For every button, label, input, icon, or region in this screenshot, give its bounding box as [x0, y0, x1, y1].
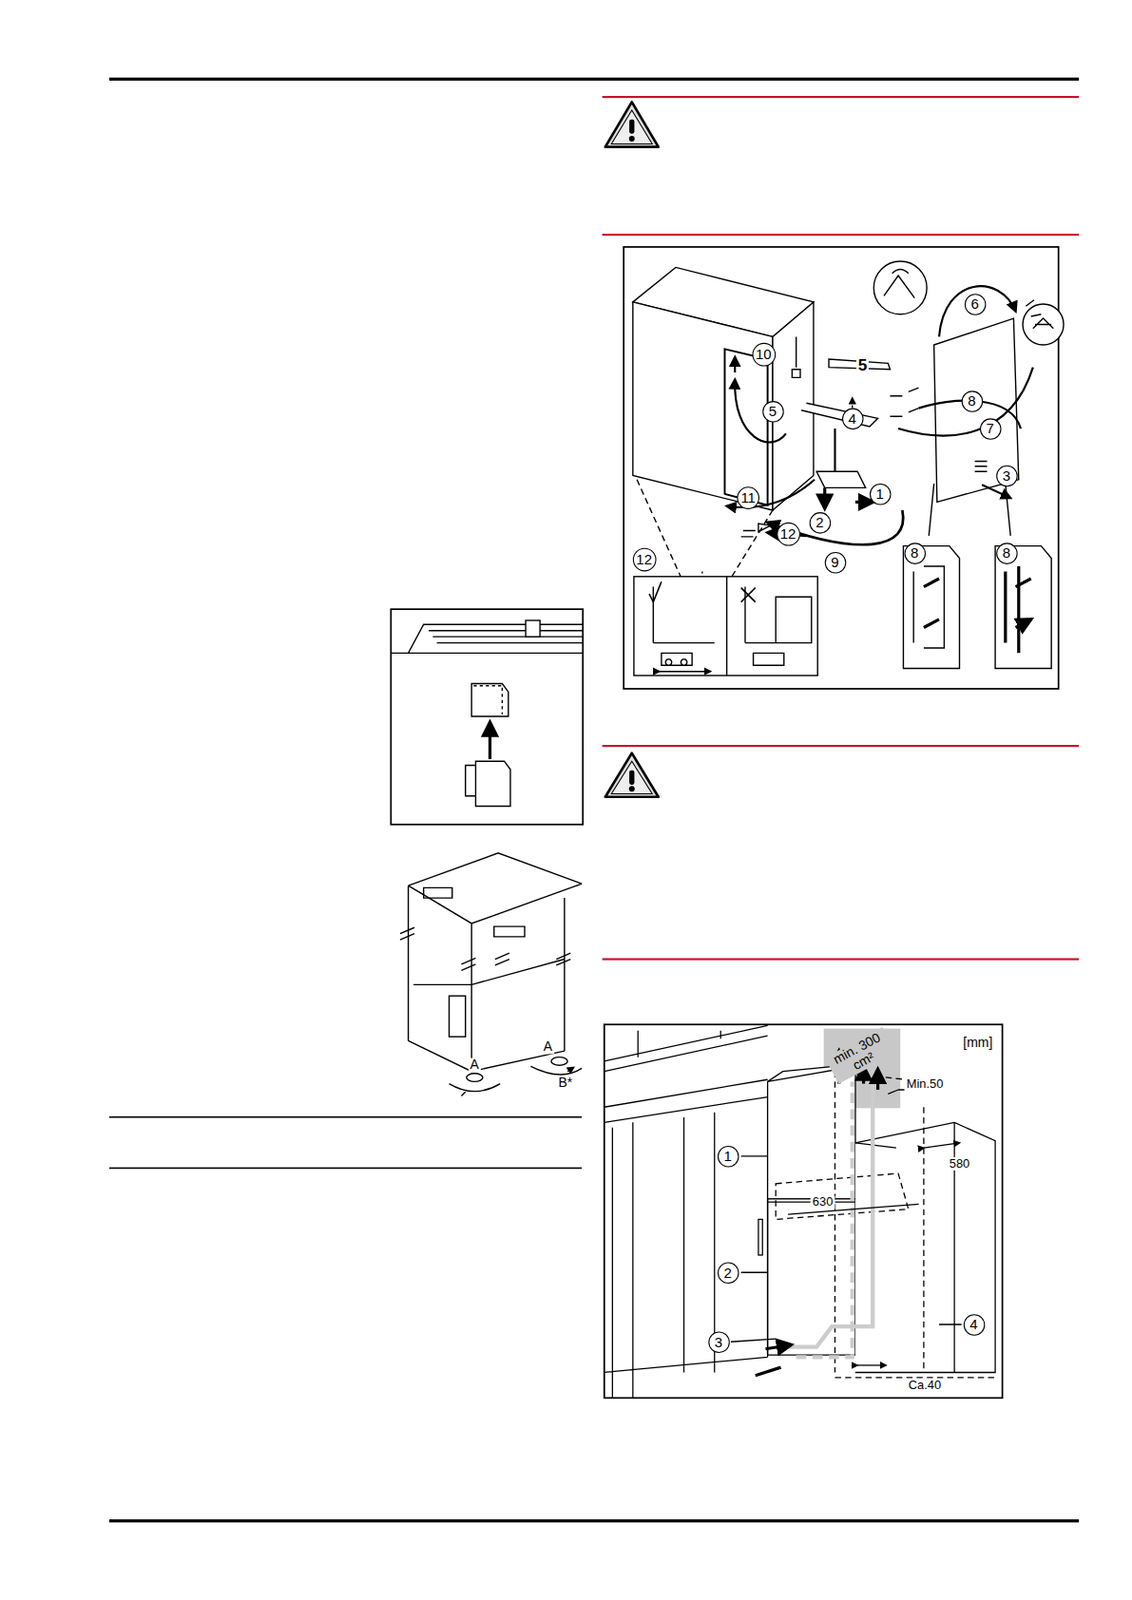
callout-number: 1	[876, 486, 884, 501]
part-letter: A	[467, 1058, 481, 1074]
callout-number: 1	[724, 1149, 732, 1164]
callout-number: 10	[755, 346, 772, 362]
installation-illustration	[604, 1024, 1003, 1399]
dimension-label: min. 300 cm²	[825, 1027, 897, 1084]
callout-circle: 2	[808, 512, 831, 535]
page-rules	[109, 77, 1079, 1524]
levelling-feet-illustration	[400, 853, 582, 1097]
callout-circle: 10	[751, 342, 776, 366]
callout-number: 5	[768, 403, 777, 419]
tool-number: 5	[855, 356, 869, 375]
callout-circle: 4	[841, 407, 864, 430]
callout-number: 12	[780, 526, 797, 541]
callout-circle: 5	[762, 401, 785, 423]
callout-circle: 8	[996, 542, 1018, 565]
callout-number: 4	[969, 1317, 978, 1332]
callout-circle: 6	[963, 293, 986, 316]
callout-number: 8	[967, 394, 976, 409]
callout-circle: 1	[716, 1145, 739, 1168]
callout-number: 8	[1002, 546, 1011, 561]
callout-number: 6	[970, 297, 979, 312]
callout-number: 12	[635, 552, 653, 567]
callout-circle: 11	[736, 486, 760, 510]
callout-circle: 1	[868, 483, 891, 506]
callout-number: 9	[830, 555, 839, 570]
callout-circle: 12	[776, 521, 801, 546]
dimension-label: [mm]	[960, 1036, 995, 1051]
dimension-label: Ca.40	[906, 1378, 944, 1392]
callout-number: 3	[714, 1335, 723, 1350]
part-letter: B*	[556, 1075, 575, 1091]
door-reversal-illustration	[623, 247, 1064, 690]
callout-number: 2	[724, 1266, 732, 1281]
callout-circle: 3	[708, 1331, 730, 1354]
callout-number: 3	[1002, 468, 1011, 483]
dimension-label: 630	[810, 1195, 836, 1209]
part-letter: A	[541, 1039, 556, 1055]
callout-circle: 9	[824, 551, 846, 574]
callout-number: 7	[986, 422, 995, 437]
callout-number: 2	[815, 515, 824, 530]
callout-circle: 3	[996, 464, 1018, 487]
cover-clip-illustration	[390, 609, 583, 826]
callout-circle: 7	[978, 418, 1001, 441]
callout-circle: 8	[903, 542, 926, 565]
dimension-label: Min.50	[904, 1077, 946, 1092]
callout-circle: 2	[716, 1262, 739, 1285]
callout-circle: 4	[962, 1314, 985, 1337]
callout-number: 8	[910, 546, 919, 561]
callout-circle: 12	[632, 547, 656, 572]
callout-number: 4	[848, 411, 857, 426]
dimension-label: 580	[947, 1156, 973, 1171]
callout-circle: 8	[960, 390, 983, 413]
callout-number: 11	[740, 491, 756, 506]
